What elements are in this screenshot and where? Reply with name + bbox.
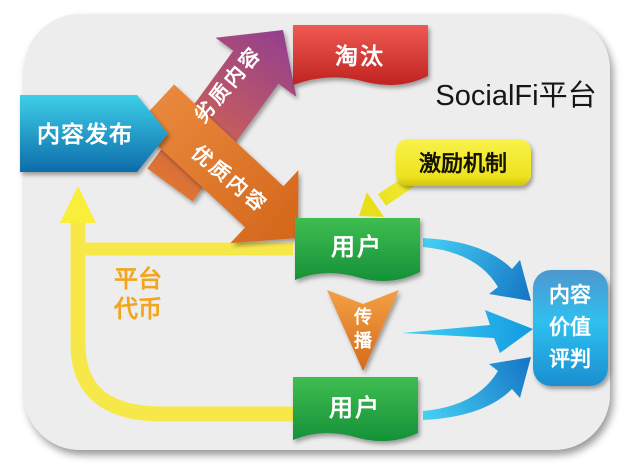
- user-bottom-node-shape: [293, 377, 418, 442]
- platform-token-label: 平台 代币: [113, 265, 162, 323]
- svg-text:传: 传: [353, 306, 372, 327]
- svg-text:代币: 代币: [113, 296, 162, 323]
- svg-text:平台: 平台: [114, 265, 162, 293]
- swoosh-arrow-bottom: [423, 357, 531, 420]
- incentive-arrowhead: [359, 192, 384, 217]
- svg-text:内容: 内容: [549, 283, 591, 307]
- incentive-node-shape: [396, 139, 531, 186]
- user-top-node-shape: [295, 218, 420, 281]
- spread-arrow-label: 传 播: [353, 306, 373, 351]
- incentive-node-label: 激励机制: [419, 151, 507, 176]
- evaluation-node-label: 内容 价值 评判: [549, 283, 591, 371]
- token-flow-line-curve: [70, 220, 293, 422]
- good-content-arrow: [135, 84, 299, 244]
- svg-text:价值: 价值: [549, 315, 591, 339]
- publish-node-label: 内容发布: [37, 121, 133, 147]
- user-bottom-node-label: 用户: [329, 394, 381, 422]
- svg-text:评判: 评判: [549, 348, 591, 371]
- svg-text:播: 播: [354, 330, 373, 351]
- token-flow-arrowhead: [60, 186, 96, 223]
- eliminate-node-label: 淘汰: [335, 43, 385, 69]
- swoosh-arrow-middle: [402, 310, 533, 353]
- evaluation-node-shape: [533, 270, 608, 386]
- diagram-title: SocialFi平台: [435, 79, 596, 112]
- swoosh-arrow-top: [423, 238, 531, 301]
- publish-node-shape: [20, 95, 168, 172]
- eliminate-node-shape: [293, 25, 428, 85]
- spread-arrow: [327, 290, 399, 371]
- user-top-node-label: 用户: [331, 233, 383, 261]
